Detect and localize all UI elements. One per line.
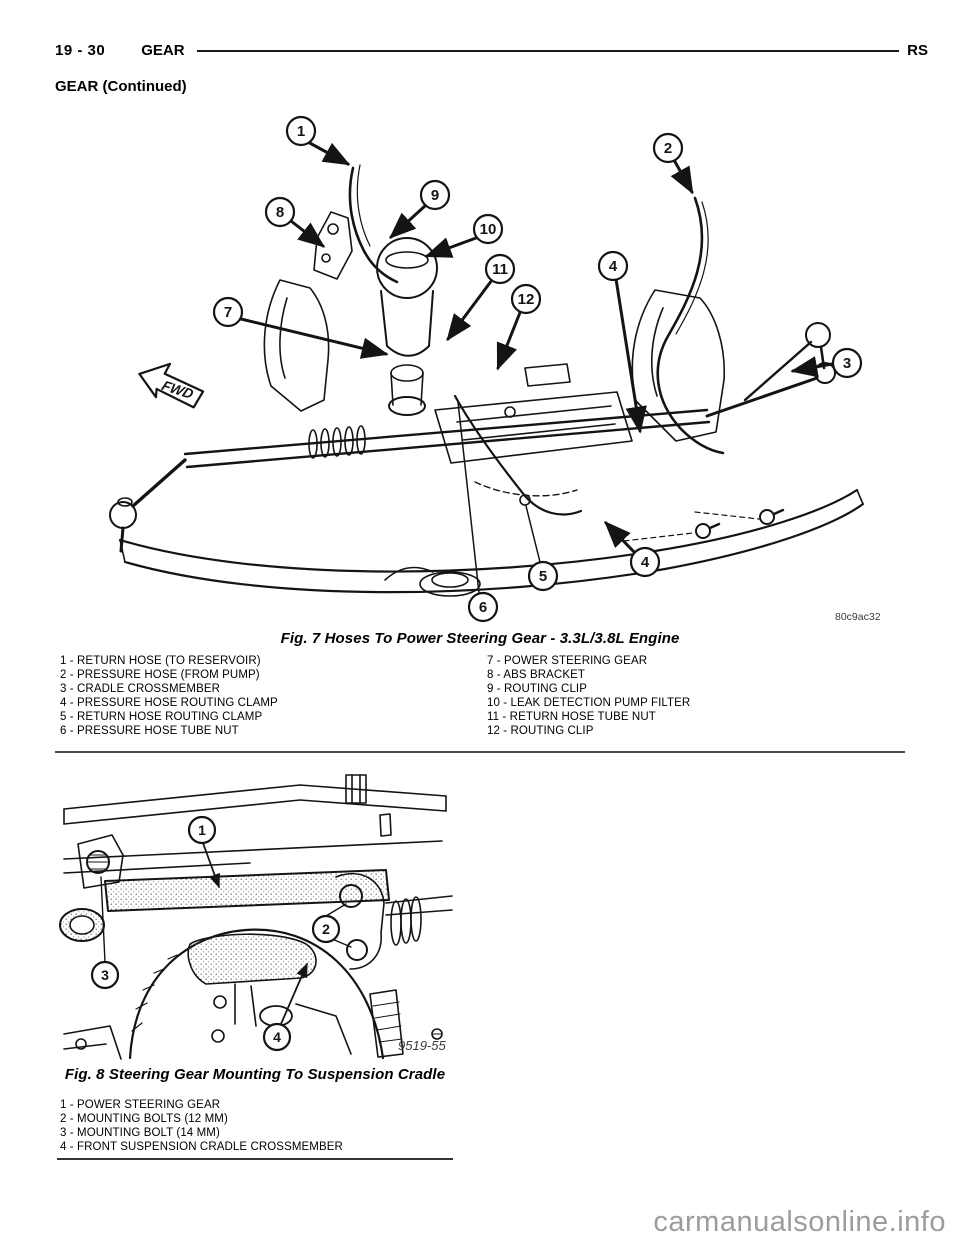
svg-text:12: 12 (518, 291, 535, 308)
callout-12: 12 (510, 283, 542, 315)
figure-7-illustration: FWD 1 2 9 (55, 110, 905, 632)
fig7-leaders (239, 140, 834, 594)
svg-text:4: 4 (609, 258, 618, 275)
legend-item: 11 - RETURN HOSE TUBE NUT (487, 711, 656, 723)
legend-item: 1 - RETURN HOSE (TO RESERVOIR) (60, 655, 261, 667)
fig7-legend-left: 1 - RETURN HOSE (TO RESERVOIR) 2 - PRESSU… (60, 654, 480, 738)
callout-2: 2 (311, 914, 341, 944)
svg-text:4: 4 (641, 554, 650, 571)
legend-item: 5 - RETURN HOSE ROUTING CLAMP (60, 711, 263, 723)
legend-item: 3 - CRADLE CROSSMEMBER (60, 683, 221, 695)
fig7-legend-right: 7 - POWER STEERING GEAR 8 - ABS BRACKET 9 … (487, 654, 907, 738)
callout-3: 3 (831, 347, 863, 379)
legend-item: 8 - ABS BRACKET (487, 669, 586, 681)
fig7-callouts: 1 2 9 8 10 11 4 12 7 3 4 5 6 (212, 115, 863, 623)
fig7-image-code: 80c9ac32 (835, 611, 881, 623)
fig8-legend: 1 - POWER STEERING GEAR 2 - MOUNTING BOLT… (60, 1098, 460, 1154)
callout-3: 3 (90, 960, 120, 990)
legend-item: 7 - POWER STEERING GEAR (487, 655, 648, 667)
svg-text:1: 1 (198, 822, 206, 838)
svg-text:2: 2 (664, 140, 672, 157)
fig8-image-code: 9519-55 (398, 1038, 446, 1053)
svg-text:7: 7 (224, 304, 232, 321)
callout-8: 8 (264, 196, 296, 228)
callout-4-upper: 4 (597, 250, 629, 282)
legend-item: 9 - ROUTING CLIP (487, 683, 588, 695)
fig7-caption: Fig. 7 Hoses To Power Steering Gear - 3.… (280, 630, 680, 647)
section-title: GEAR (141, 42, 185, 59)
callout-11: 11 (484, 253, 516, 285)
legend-item: 6 - PRESSURE HOSE TUBE NUT (60, 725, 239, 737)
callout-5: 5 (527, 560, 559, 592)
fig7-line-art (109, 164, 865, 597)
section-continued-label: GEAR (Continued) (55, 78, 187, 95)
callout-9: 9 (419, 179, 451, 211)
legend-item: 4 - FRONT SUSPENSION CRADLE CROSSMEMBER (60, 1141, 343, 1153)
callout-10: 10 (472, 213, 504, 245)
svg-text:4: 4 (273, 1029, 281, 1045)
svg-text:2: 2 (322, 921, 330, 937)
page-header: 19 - 30 GEAR RS (55, 42, 928, 59)
legend-item: 10 - LEAK DETECTION PUMP FILTER (487, 697, 691, 709)
legend-item: 4 - PRESSURE HOSE ROUTING CLAMP (60, 697, 278, 709)
fig8-caption: Fig. 8 Steering Gear Mounting To Suspens… (64, 1066, 446, 1083)
callout-1: 1 (187, 815, 217, 845)
callout-4-lower: 4 (629, 546, 661, 578)
legend-item: 1 - POWER STEERING GEAR (60, 1099, 221, 1111)
legend-item: 12 - ROUTING CLIP (487, 725, 594, 737)
callout-1: 1 (285, 115, 317, 147)
site-watermark: carmanualsonline.info (653, 1206, 946, 1238)
svg-text:10: 10 (480, 221, 497, 238)
callout-6: 6 (467, 591, 499, 623)
fwd-direction-arrow: FWD (138, 362, 205, 409)
svg-text:8: 8 (276, 204, 284, 221)
callout-7: 7 (212, 296, 244, 328)
legend-item: 3 - MOUNTING BOLT (14 MM) (60, 1127, 220, 1139)
legend-item: 2 - PRESSURE HOSE (FROM PUMP) (60, 669, 260, 681)
legend-divider (57, 1158, 453, 1160)
fwd-label: FWD (159, 377, 196, 401)
header-rule (196, 49, 900, 52)
page-number: 19 - 30 (55, 42, 106, 59)
model-code: RS (907, 42, 928, 59)
svg-text:9: 9 (431, 187, 439, 204)
callout-4: 4 (262, 1022, 292, 1052)
svg-text:1: 1 (297, 123, 305, 140)
section-divider (55, 751, 905, 753)
fig8-line-art (59, 774, 453, 1060)
callout-2: 2 (652, 132, 684, 164)
svg-text:3: 3 (101, 967, 109, 983)
svg-text:5: 5 (539, 568, 547, 585)
legend-item: 2 - MOUNTING BOLTS (12 MM) (60, 1113, 228, 1125)
svg-text:6: 6 (479, 599, 487, 616)
fig8-callouts: 1 2 3 4 (90, 815, 341, 1052)
svg-text:3: 3 (843, 355, 851, 372)
figure-8-illustration: 1 2 3 4 9519-55 (50, 763, 460, 1060)
svg-text:11: 11 (492, 261, 508, 278)
fig8-leaders (100, 842, 352, 1025)
